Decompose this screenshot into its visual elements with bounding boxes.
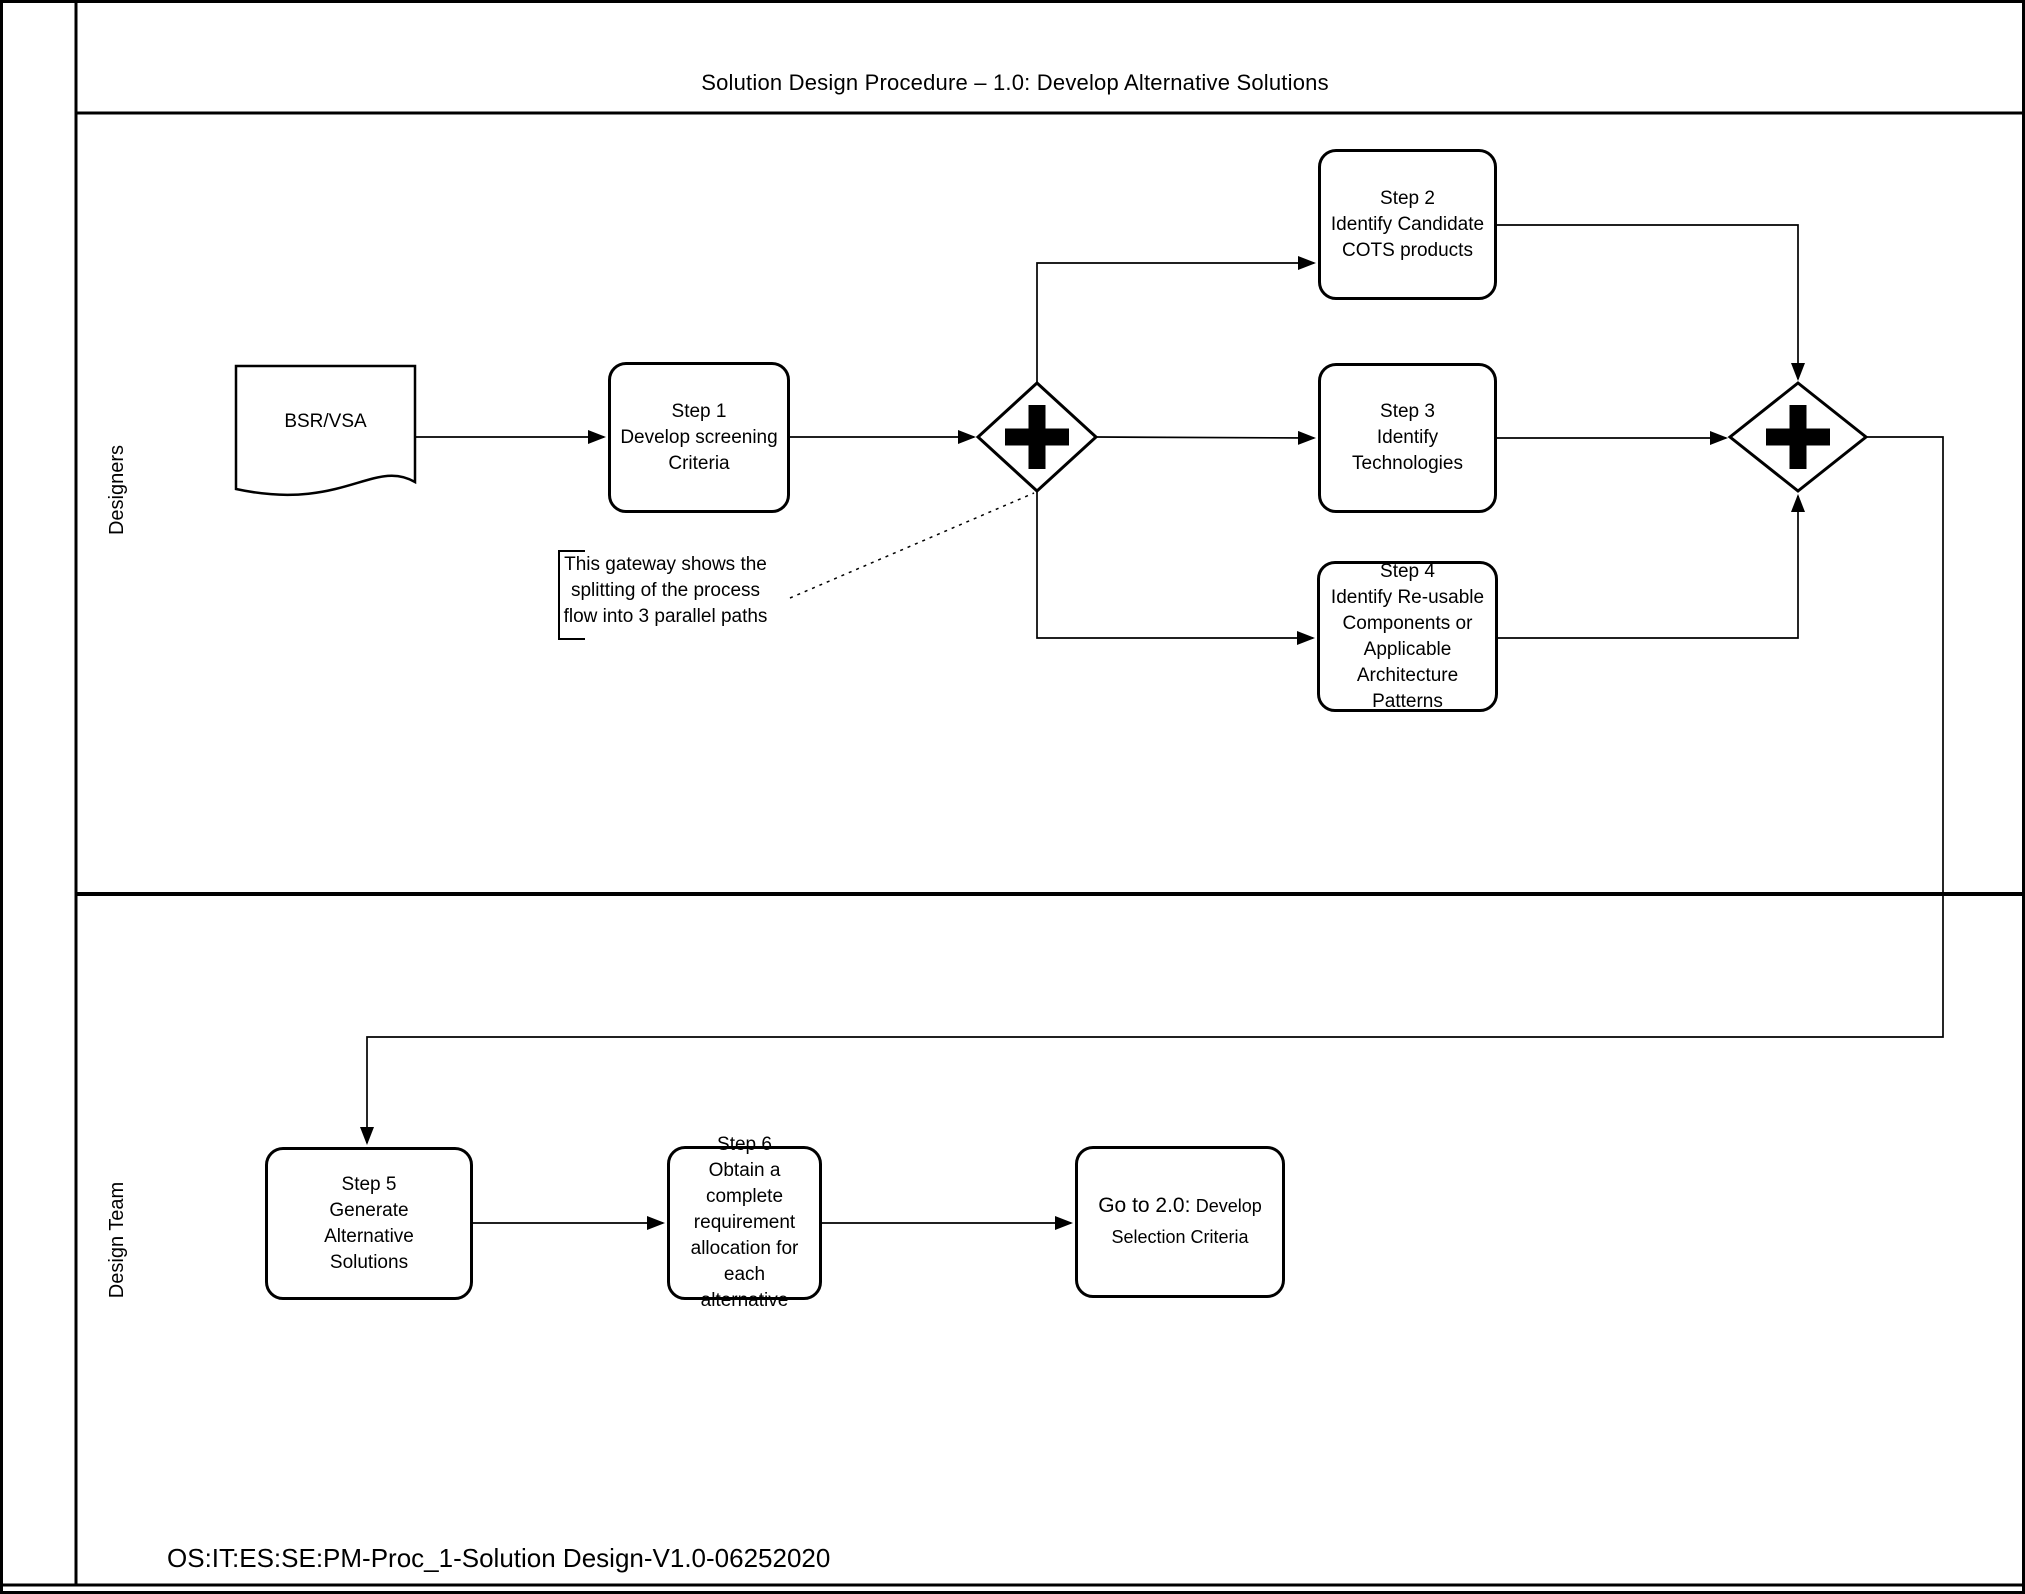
task-step-6-label: Step 6 Obtain a complete requirement all… <box>690 1134 799 1311</box>
task-step-6: Step 6 Obtain a complete requirement all… <box>667 1134 822 1311</box>
plus-icon <box>1005 405 1069 469</box>
flow-join-gateway-to-step5 <box>360 436 1944 1145</box>
task-step-1: Step 1 Develop screening Criteria <box>608 362 790 513</box>
task-step-5-label: Step 5 Generate Alternative Solutions <box>324 1173 414 1273</box>
task-step-2: Step 2 Identify Candidate COTS products <box>1318 149 1497 300</box>
annotation-text: This gateway shows the splitting of the … <box>563 554 768 627</box>
lane-label-design-team: Design Team <box>106 1181 128 1299</box>
flow-split-gateway-to-step2 <box>1036 256 1316 383</box>
plus-icon <box>1766 405 1830 469</box>
task-step-5: Step 5 Generate Alternative Solutions <box>265 1147 473 1300</box>
lane-label-designers: Designers <box>106 444 128 536</box>
flow-split-gateway-to-step3 <box>1095 430 1316 445</box>
goto-rest: Develop Selection Criteria <box>1111 1196 1262 1247</box>
flow-split-gateway-to-step4 <box>1036 491 1315 645</box>
flow-step2-to-join-gateway <box>1497 224 1805 381</box>
page-title: Solution Design Procedure – 1.0: Develop… <box>701 70 1329 95</box>
task-goto-2-0-label: Go to 2.0: Develop Selection Criteria <box>1078 1191 1282 1253</box>
task-goto-2-0: Go to 2.0: Develop Selection Criteria <box>1075 1146 1285 1298</box>
document-shape-bsr-vsa <box>234 364 417 497</box>
parallel-gateway-split <box>975 380 1099 494</box>
task-step-3: Step 3 Identify Technologies <box>1318 363 1497 513</box>
task-step-4: Step 4 Identify Re-usable Components or … <box>1317 561 1498 712</box>
goto-prefix: Go to 2.0: <box>1098 1194 1191 1217</box>
task-step-1-label: Step 1 Develop screening Criteria <box>620 400 778 474</box>
bsr-vsa-label: BSR/VSA <box>284 411 367 432</box>
flow-step4-to-join-gateway <box>1498 494 1805 639</box>
parallel-gateway-join <box>1727 381 1869 493</box>
task-step-4-label: Step 4 Identify Re-usable Components or … <box>1330 560 1485 712</box>
footer-text: OS:IT:ES:SE:PM-Proc_1-Solution Design-V1… <box>167 1543 831 1573</box>
task-step-3-label: Step 3 Identify Technologies <box>1352 401 1463 474</box>
task-step-2-label: Step 2 Identify Candidate COTS products <box>1330 187 1485 261</box>
annotation-association-line <box>789 492 1035 599</box>
annotation-bracket <box>558 550 585 640</box>
